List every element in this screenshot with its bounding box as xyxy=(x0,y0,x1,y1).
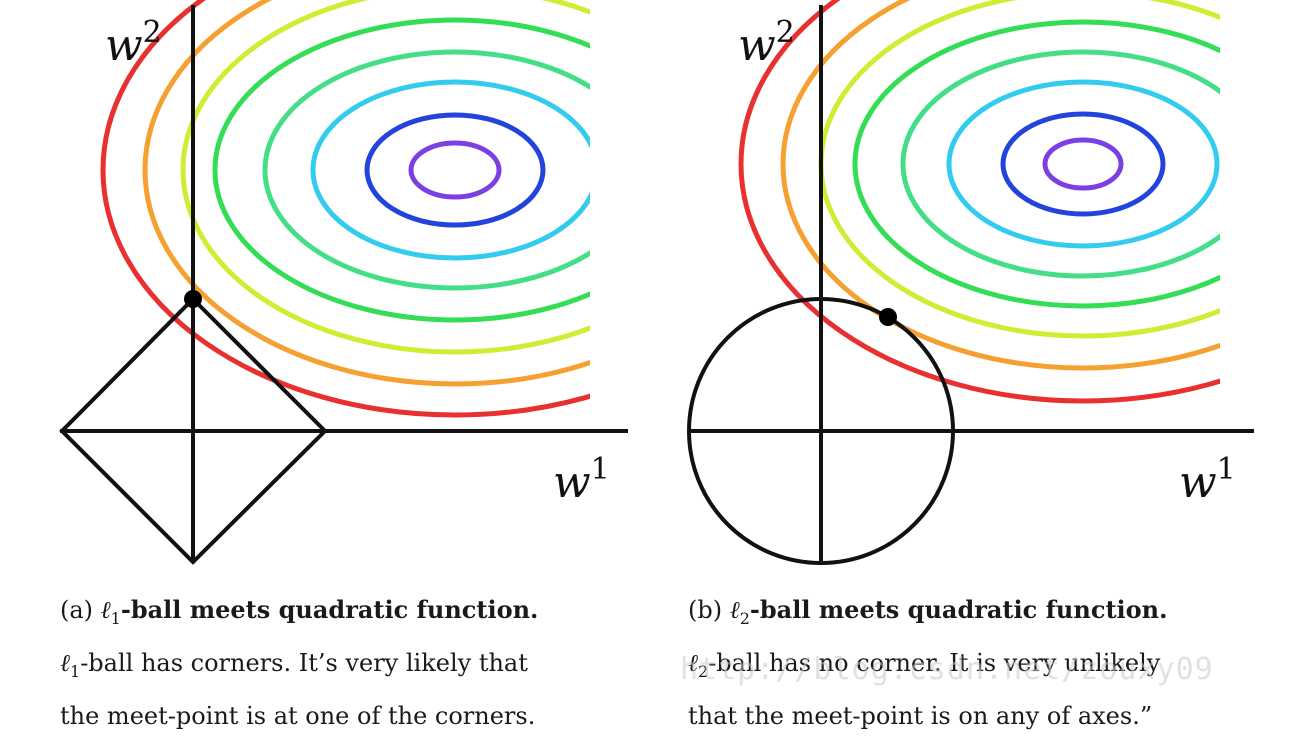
l2-circle-ball xyxy=(687,297,955,565)
contour-line-2 xyxy=(1000,111,1166,217)
w1-axis-label: w1 xyxy=(553,452,610,508)
caption-a-title: (a) ℓ1-ball meets quadratic function. xyxy=(60,595,539,628)
caption-b: (b) ℓ2-ball meets quadratic function. ℓ2… xyxy=(688,588,1288,738)
caption-a-line2: ℓ1-ball has corners. It’s very likely th… xyxy=(60,649,528,681)
w2-axis-label: w2 xyxy=(105,15,162,71)
caption-b-title: (b) ℓ2-ball meets quadratic function. xyxy=(688,595,1168,628)
w2-axis-label: w2 xyxy=(738,15,795,71)
contour-line-7 xyxy=(142,0,590,387)
contour-line-1 xyxy=(408,140,502,200)
l1-diamond-ball xyxy=(59,296,328,565)
contour-line-6 xyxy=(180,0,590,355)
caption-b-line2: ℓ2-ball has no corner. It is very unlike… xyxy=(688,649,1161,681)
meet-point xyxy=(184,290,202,308)
contour-lines xyxy=(738,0,1220,404)
contour-line-3 xyxy=(310,79,590,261)
contour-lines xyxy=(100,0,590,418)
contour-line-4 xyxy=(900,49,1220,279)
contour-line-3 xyxy=(946,79,1220,249)
meet-point xyxy=(879,308,897,326)
panel-l2-ball: w2 w1 (b) ℓ2-ball meets quadratic functi… xyxy=(654,0,1308,732)
contour-line-8 xyxy=(738,0,1220,404)
contour-line-2 xyxy=(364,112,546,228)
watermark: http://blog.csdn.net/zouxy09 xyxy=(680,652,1214,687)
contour-line-7 xyxy=(780,0,1220,371)
caption-a-line3: the meet-point is at one of the corners. xyxy=(60,702,536,730)
l1-ball-plot: w2 w1 xyxy=(59,0,628,565)
contour-line-5 xyxy=(852,19,1220,309)
contour-line-1 xyxy=(1042,137,1124,191)
contour-line-5 xyxy=(212,17,590,323)
contour-line-4 xyxy=(262,49,590,291)
w1-axis-label: w1 xyxy=(1179,452,1236,508)
contour-line-8 xyxy=(100,0,590,418)
caption-b-line3: that the meet-point is on any of axes.” xyxy=(688,702,1153,730)
panel-l1-ball: w2 w1 (a) ℓ1-ball meets quadratic functi… xyxy=(0,0,654,732)
caption-a: (a) ℓ1-ball meets quadratic function. ℓ1… xyxy=(60,588,660,738)
l2-ball-plot: w2 w1 xyxy=(687,0,1254,565)
